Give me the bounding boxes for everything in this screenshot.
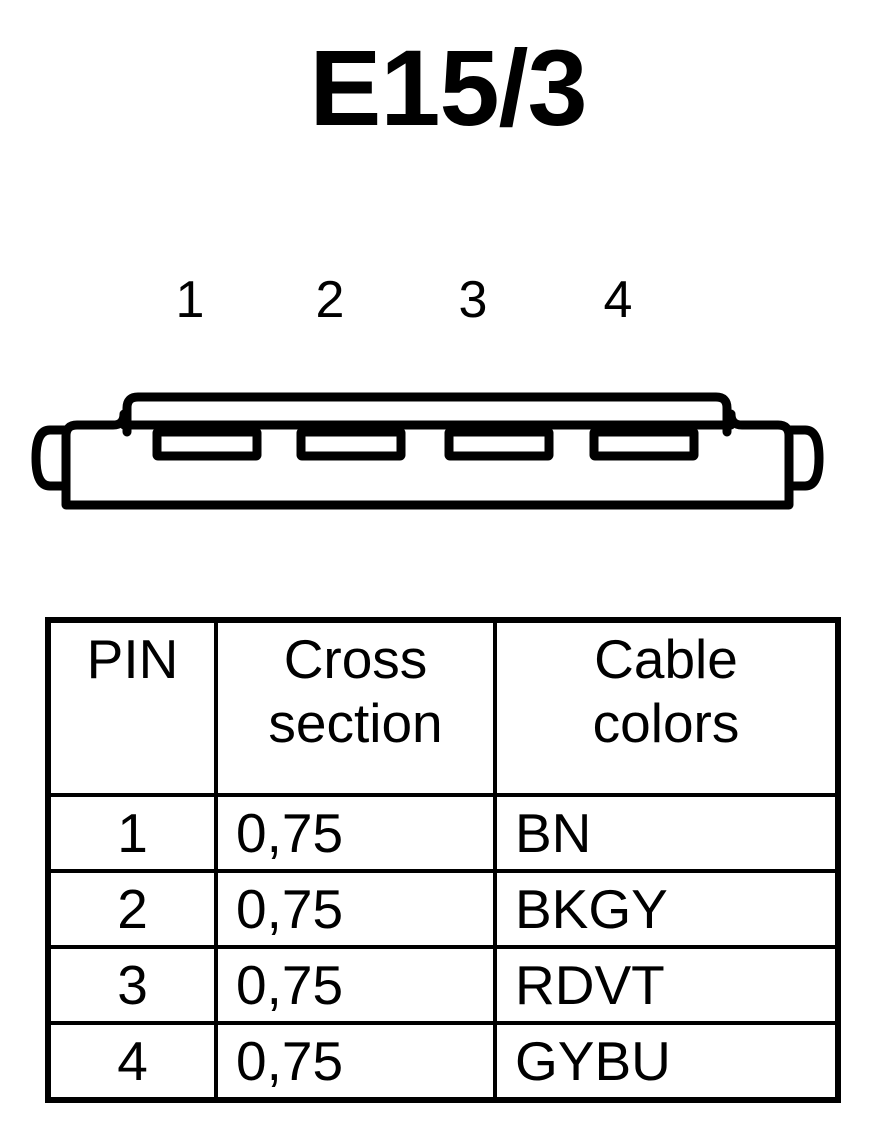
cell-pin: 3 (46, 945, 218, 1025)
table-header-row: PIN Cross section Cable colors (46, 618, 840, 797)
cell-cross-section: 0,75 (214, 869, 497, 949)
pinout-table-body: 1 0,75 BN 2 0,75 BKGY 3 0,75 RDVT 4 0,75… (46, 793, 840, 1102)
table-row: 2 0,75 BKGY (46, 869, 840, 949)
column-header-cross-section-line-1: Cross (283, 628, 428, 690)
column-header-cross-section-line-2: section (268, 692, 443, 754)
connector-shoulder-left (61, 409, 129, 495)
cell-pin: 1 (46, 793, 218, 873)
table-row: 4 0,75 GYBU (46, 1021, 840, 1102)
column-header-cable-colors: Cable colors (493, 618, 840, 797)
pinout-table-head: PIN Cross section Cable colors (46, 618, 840, 797)
cell-pin: 4 (46, 1021, 218, 1102)
column-header-cable-colors-line-2: colors (592, 692, 740, 754)
connector-shoulder-right (726, 409, 794, 495)
column-header-cross-section: Cross section (214, 618, 497, 797)
column-header-pin: PIN (46, 618, 218, 797)
connector-svg (31, 392, 824, 510)
connector-diagram (0, 340, 896, 530)
cell-cross-section: 0,75 (214, 945, 497, 1025)
connector-top-ridge (122, 392, 732, 437)
connector-ear-left (31, 425, 71, 491)
table-row: 1 0,75 BN (46, 793, 840, 873)
connector-slot-4 (589, 427, 699, 461)
cell-cable-colors: RDVT (493, 945, 840, 1025)
table-row: 3 0,75 RDVT (46, 945, 840, 1025)
connector-body-bottom (61, 485, 794, 510)
connector-slot-1 (152, 427, 262, 461)
cell-cross-section: 0,75 (214, 1021, 497, 1102)
pin-number-label-3: 3 (458, 271, 488, 329)
cell-cable-colors: BKGY (493, 869, 840, 949)
pin-number-label-2: 2 (315, 271, 345, 329)
cell-pin: 2 (46, 869, 218, 949)
cell-cable-colors: BN (493, 793, 840, 873)
pinout-table: PIN Cross section Cable colors 1 0,75 BN… (45, 617, 841, 1103)
cell-cross-section: 0,75 (214, 793, 497, 873)
column-header-pin-line-1: PIN (86, 628, 179, 690)
pin-number-label-4: 4 (603, 271, 633, 329)
connector-slot-2 (296, 427, 406, 461)
cell-cable-colors: GYBU (493, 1021, 840, 1102)
connector-slot-3 (444, 427, 554, 461)
pin-number-row: 1 2 3 4 (0, 272, 896, 328)
page-title: E15/3 (309, 27, 587, 148)
pin-number-label-1: 1 (175, 271, 205, 329)
connector-ear-right (784, 425, 824, 491)
column-header-cable-colors-line-1: Cable (594, 628, 738, 690)
